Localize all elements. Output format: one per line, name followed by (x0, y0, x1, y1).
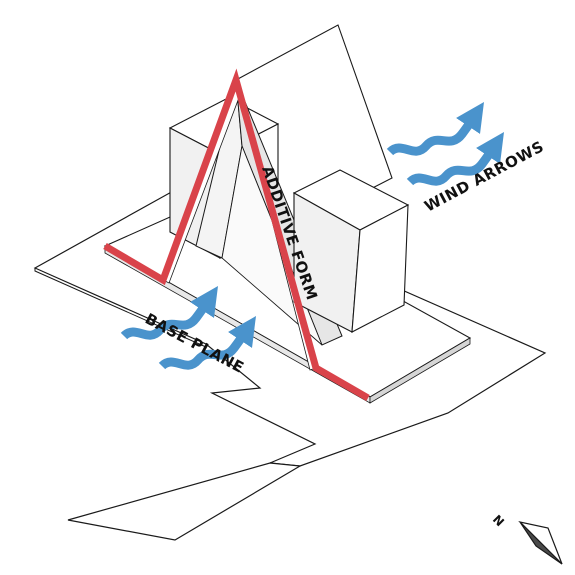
wind-arrows-upper (386, 102, 504, 186)
wavy-arrow-icon (120, 286, 218, 340)
additive-form-outline (103, 68, 370, 402)
wavy-arrow-icon (406, 132, 504, 186)
north-arrow-icon: N (490, 512, 563, 565)
wind-arrows-lower (120, 286, 256, 370)
right-volume (292, 169, 410, 333)
wavy-arrow-icon (158, 316, 256, 370)
wavy-arrow-icon (386, 102, 484, 156)
north-label: N (490, 512, 507, 529)
